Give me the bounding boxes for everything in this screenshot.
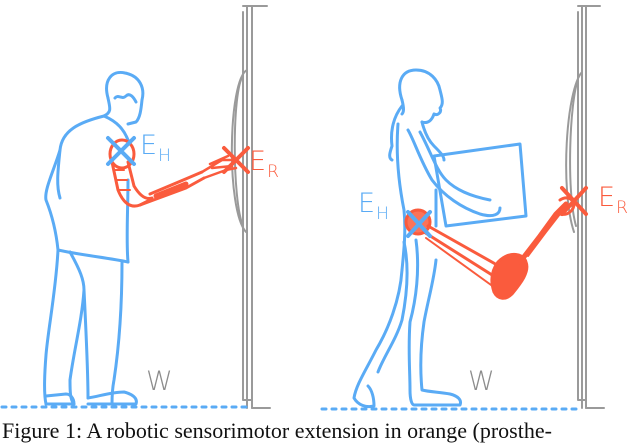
woman-figure <box>352 68 528 409</box>
world-label-right: W <box>468 366 495 397</box>
figure-caption: Figure 1: A robotic sensorimotor extensi… <box>2 418 552 443</box>
robot-arm-left <box>108 138 238 208</box>
figure-illustration <box>0 5 605 411</box>
robot-arm-right <box>404 196 576 300</box>
robot-effector-marker-left <box>222 146 250 174</box>
robot-effector-marker-right <box>560 186 588 216</box>
robot-effector-label-right: ER <box>598 182 628 218</box>
human-effector-label-left: EH <box>140 130 171 166</box>
world-label-left: W <box>146 366 173 397</box>
wall-left <box>230 5 271 409</box>
man-figure <box>43 70 145 406</box>
human-effector-marker-left <box>106 136 136 166</box>
human-effector-label-right: EH <box>358 188 389 224</box>
robot-effector-label-left: ER <box>249 146 279 182</box>
human-effector-marker-right <box>406 210 432 238</box>
